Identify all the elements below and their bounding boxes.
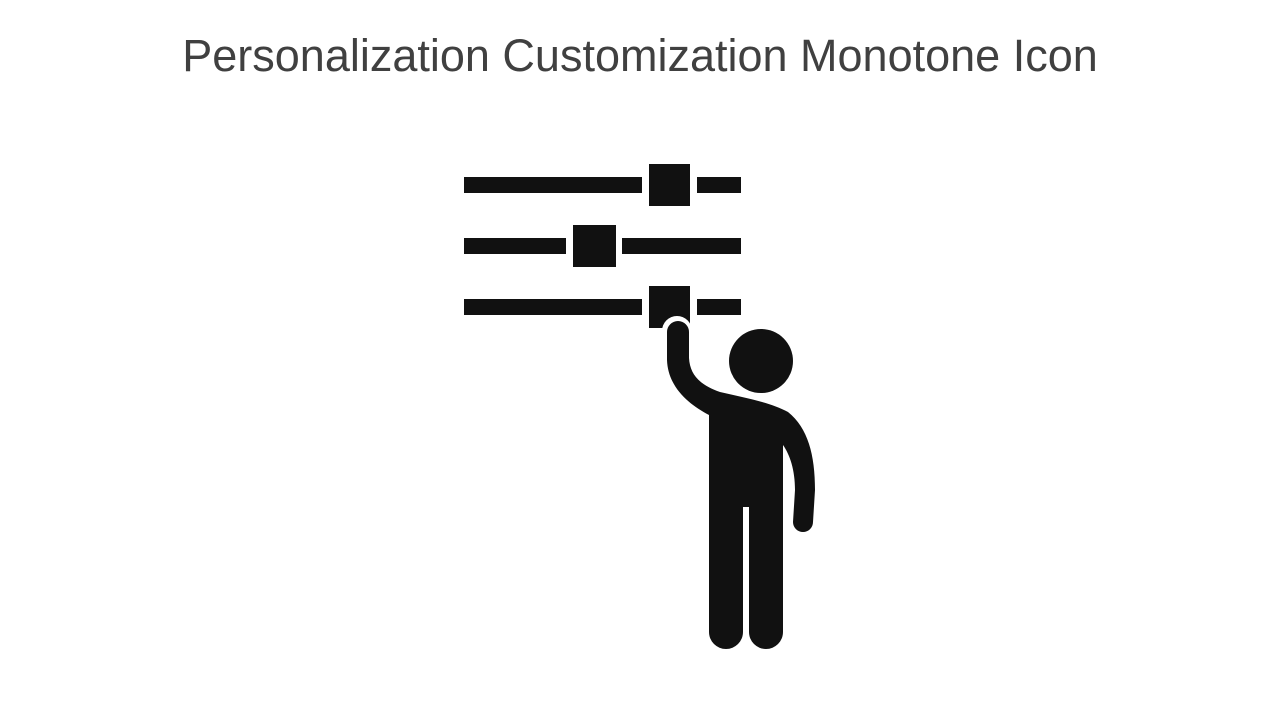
slide-title: Personalization Customization Monotone I… bbox=[182, 30, 1098, 81]
slider-track-left bbox=[464, 177, 642, 193]
slider-knob bbox=[649, 164, 690, 206]
person-body bbox=[667, 321, 815, 649]
person-head bbox=[729, 329, 793, 393]
person-figure bbox=[662, 316, 815, 649]
slider-track-right bbox=[622, 238, 741, 254]
slider-knob bbox=[573, 225, 616, 267]
slider-track-left bbox=[464, 299, 642, 315]
slider-3 bbox=[464, 286, 741, 328]
slider-track-right bbox=[697, 299, 741, 315]
slider-track-left bbox=[464, 238, 566, 254]
slider-1 bbox=[464, 164, 741, 206]
slider-2 bbox=[464, 225, 741, 267]
slider-track-right bbox=[697, 177, 741, 193]
